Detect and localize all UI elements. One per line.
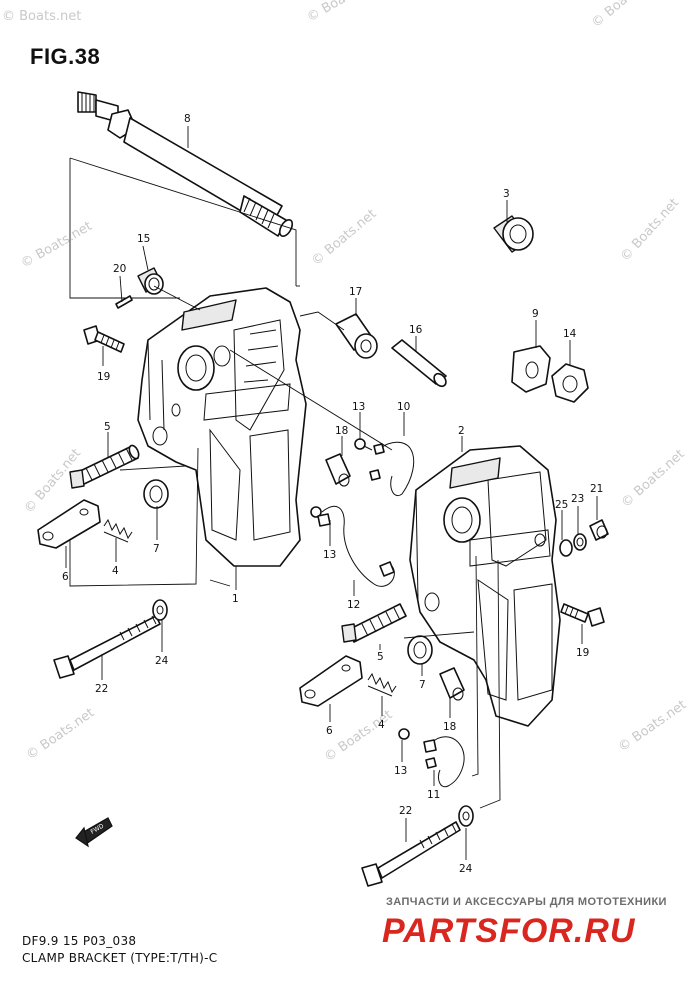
part-13-screw-bottom [398, 728, 410, 740]
callout-4: 4 [378, 719, 385, 731]
part-5-rod-left [69, 444, 140, 489]
figure-caption: CLAMP BRACKET (TYPE:T/TH)-C [22, 951, 218, 965]
callout-numbers: 8 15 20 19 5 7 6 4 1 24 22 17 16 3 9 14 … [62, 113, 603, 875]
part-2-clamp-bracket-right [409, 445, 561, 727]
callout-22: 22 [95, 683, 108, 695]
callout-13: 13 [323, 549, 336, 561]
part-16-pin [391, 339, 447, 388]
fwd-arrow-icon: FWD [75, 817, 113, 848]
callout-7: 7 [153, 543, 160, 555]
part-4-spring-right [367, 672, 397, 697]
callout-19: 19 [576, 647, 589, 659]
part-10-ground-wire [369, 441, 415, 496]
shop-tagline: ЗАПЧАСТИ И АКСЕССУАРЫ ДЛЯ МОТОТЕХНИКИ [386, 896, 667, 908]
part-13-screw-mid [310, 506, 322, 518]
part-14-nut [551, 363, 589, 403]
part-7-plate-right [407, 635, 433, 665]
part-13-screw-top [354, 438, 373, 451]
part-6-lever-right [299, 655, 363, 707]
callout-4: 4 [112, 565, 119, 577]
watermark: © Boats.net [2, 9, 81, 24]
callout-5: 5 [377, 651, 384, 663]
callout-15: 15 [137, 233, 150, 245]
callout-20: 20 [113, 263, 126, 275]
callout-19: 19 [97, 371, 110, 383]
callout-5: 5 [104, 421, 111, 433]
part-19-bolt-left [83, 325, 125, 353]
watermark: © Boats.net [19, 219, 95, 272]
part-7-plate-left [143, 479, 169, 509]
callout-23: 23 [571, 493, 584, 505]
part-11-ground-wire [423, 736, 465, 788]
callout-25: 25 [555, 499, 568, 511]
callout-7: 7 [419, 679, 426, 691]
part-25-washer [559, 539, 573, 557]
watermark: © Boats.net [309, 207, 379, 269]
callout-16: 16 [409, 324, 423, 336]
watermark: © Boats.net [322, 707, 396, 765]
watermark: © Boats.net [619, 447, 688, 511]
figure-title: FIG.38 [30, 44, 101, 69]
part-4-spring-left [103, 518, 133, 543]
part-18-bushing-top [325, 453, 351, 487]
figure-code: DF9.9 15 P03_038 [22, 934, 137, 948]
callout-24: 24 [155, 655, 169, 667]
part-22-bolt-left [53, 615, 161, 679]
callout-22: 22 [399, 805, 412, 817]
callout-9: 9 [532, 308, 539, 320]
part-24-washer-right [458, 805, 474, 827]
callout-8: 8 [184, 113, 191, 125]
callout-3: 3 [503, 188, 510, 200]
watermark: © Boats.net [24, 705, 98, 763]
watermark: © Boats.net [616, 697, 690, 755]
part-12-ground-wire [317, 505, 395, 587]
callout-24: 24 [459, 863, 473, 875]
callout-13: 13 [394, 765, 407, 777]
shop-logo: PARTSFOR.RU [382, 912, 636, 950]
callout-10: 10 [397, 401, 410, 413]
part-6-lever-left [37, 499, 101, 549]
watermark: © Boats.net [305, 0, 381, 25]
part-20-pin [115, 295, 133, 309]
part-9-plate [511, 345, 551, 393]
callout-6: 6 [62, 571, 69, 583]
part-24-washer-left [152, 599, 168, 621]
callout-18: 18 [443, 721, 456, 733]
callout-13: 13 [352, 401, 365, 413]
part-17-collar [335, 313, 378, 359]
part-3-bearing [493, 215, 534, 253]
watermark: © Boats.net [618, 196, 682, 265]
part-1-clamp-bracket-left [137, 287, 307, 567]
part-5-rod-right [341, 603, 407, 643]
callout-leaders [65, 126, 598, 860]
callout-2: 2 [458, 425, 465, 437]
part-15-bushing [137, 267, 164, 295]
part-21-bushing [589, 519, 609, 541]
callout-14: 14 [563, 328, 577, 340]
callout-21: 21 [590, 483, 603, 495]
callout-18: 18 [335, 425, 348, 437]
watermark: © Boats.net [589, 0, 659, 31]
part-18-bushing-bottom [439, 667, 465, 701]
callout-1: 1 [232, 593, 239, 605]
callout-11: 11 [427, 789, 440, 801]
part-23-ring [573, 533, 587, 551]
part-8-tilt-shaft [77, 91, 294, 237]
callout-17: 17 [349, 286, 362, 298]
part-22-bolt-right [361, 821, 461, 887]
part-19-bolt-right [560, 603, 605, 627]
callout-6: 6 [326, 725, 333, 737]
callout-12: 12 [347, 599, 360, 611]
